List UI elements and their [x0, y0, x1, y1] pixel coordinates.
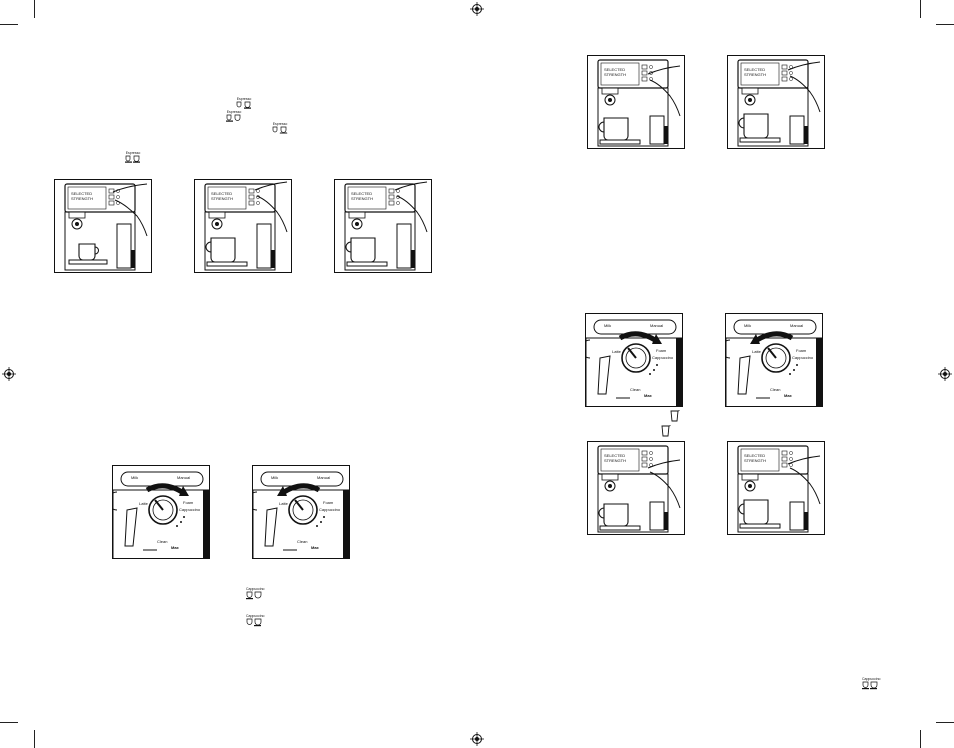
machine-illustration [737, 445, 821, 533]
dial-mode-left-label: Latte [139, 501, 148, 506]
dial-illustration [726, 319, 822, 406]
milk-jug-icon [661, 425, 671, 437]
espresso-cups-icon [236, 101, 251, 109]
machine-illustration [597, 59, 681, 147]
dial-mode-foam-label: Foam [323, 500, 334, 505]
dial-figure: Milk Manual Latte Foam Cappuccino Clean … [112, 465, 210, 559]
espresso-symbol-label: Espresso [226, 110, 242, 114]
display-text: STRENGTH [71, 196, 93, 201]
dial-illustration [253, 471, 349, 558]
machine-illustration [597, 445, 681, 533]
cappuccino-cups-icon [862, 681, 878, 690]
display-text: SELECTED [351, 191, 373, 196]
machine-illustration [737, 59, 821, 147]
dial-clean-label: Clean [630, 387, 641, 392]
dial-max-label: Max [784, 393, 792, 398]
display-text: SELECTED [604, 67, 626, 72]
dial-mode-left-label: Latte [279, 501, 288, 506]
dial-max-label: Max [171, 545, 179, 550]
dial-mode-foam-label: Foam [656, 348, 667, 353]
dial-mode-foam-label: Foam [796, 348, 807, 353]
display-text: STRENGTH [604, 458, 626, 463]
display-text: STRENGTH [744, 458, 766, 463]
cappuccino-symbol: Cappuccino [246, 587, 265, 600]
crop-mark [936, 24, 954, 25]
machine-figure: SELECTED STRENGTH [587, 441, 685, 535]
dial-illustration [586, 319, 682, 406]
dial-mode-right-label: Cappuccino [652, 355, 674, 360]
dial-mode-right-label: Cappuccino [792, 355, 814, 360]
display-text: STRENGTH [744, 72, 766, 77]
dial-illustration [113, 471, 209, 558]
crop-mark [34, 730, 35, 748]
machine-figure: SELECTED STRENGTH [194, 179, 292, 273]
dial-mode-right-label: Cappuccino [319, 507, 341, 512]
dial-clean-label: Clean [770, 387, 781, 392]
cappuccino-symbol-label: Cappuccino [246, 614, 265, 618]
display-text: SELECTED [604, 453, 626, 458]
espresso-symbol: Espresso [226, 110, 242, 122]
dial-top-left-label: Milk [744, 323, 752, 328]
dial-top-left-label: Milk [271, 475, 279, 480]
cappuccino-symbol: Cappuccino [246, 614, 265, 627]
espresso-symbol: Espresso [236, 97, 252, 109]
display-text: STRENGTH [604, 72, 626, 77]
display-text: STRENGTH [211, 196, 233, 201]
display-text: SELECTED [744, 453, 766, 458]
cappuccino-cups-icon [246, 591, 262, 600]
espresso-symbol-label: Espresso [125, 151, 141, 155]
dial-max-label: Max [644, 393, 652, 398]
milk-jug-icon [670, 410, 680, 422]
espresso-symbol: Espresso [125, 151, 141, 163]
dial-top-left-label: Milk [604, 323, 612, 328]
crop-mark [34, 0, 35, 18]
crop-mark [936, 722, 954, 723]
espresso-symbol-label: Espresso [272, 122, 288, 126]
cappuccino-symbol-label: Cappuccino [246, 587, 265, 591]
dial-mode-left-label: Latte [752, 349, 761, 354]
crop-mark [920, 0, 921, 18]
dial-mode-foam-label: Foam [183, 500, 194, 505]
crop-mark [0, 722, 18, 723]
dial-mode-left-label: Latte [612, 349, 621, 354]
cappuccino-symbol-label: Cappuccino [862, 677, 881, 681]
dial-max-label: Max [311, 545, 319, 550]
espresso-symbol: Espresso [272, 122, 288, 134]
machine-figure: SELECTED STRENGTH [334, 179, 432, 273]
dial-clean-label: Clean [297, 539, 308, 544]
dial-top-right-label: Manual [650, 323, 664, 328]
machine-figure: SELECTED STRENGTH [587, 55, 685, 149]
machine-illustration [204, 181, 288, 271]
registration-mark-icon [938, 367, 952, 381]
machine-illustration [64, 183, 148, 271]
espresso-symbol-label: Espresso [236, 97, 252, 101]
machine-figure: SELECTED STRENGTH [54, 179, 152, 273]
espresso-cups-icon [272, 126, 288, 134]
registration-mark-icon [470, 732, 484, 746]
display-text: SELECTED [744, 67, 766, 72]
cappuccino-cups-icon [246, 618, 262, 627]
machine-figure: SELECTED STRENGTH [727, 441, 825, 535]
dial-mode-right-label: Cappuccino [179, 507, 201, 512]
crop-mark [920, 730, 921, 748]
dial-top-left-label: Milk [131, 475, 139, 480]
cappuccino-symbol: Cappuccino [862, 677, 881, 690]
espresso-cups-icon [125, 155, 140, 163]
dial-top-right-label: Manual [790, 323, 804, 328]
dial-top-right-label: Manual [317, 475, 331, 480]
registration-mark-icon [2, 367, 16, 381]
registration-mark-icon [470, 2, 484, 16]
display-text: SELECTED [71, 191, 93, 196]
dial-top-right-label: Manual [177, 475, 191, 480]
dial-figure: Milk Manual Latte Foam Cappuccino Clean … [585, 313, 683, 407]
crop-mark [0, 24, 18, 25]
display-text: SELECTED [211, 191, 233, 196]
machine-figure: SELECTED STRENGTH [727, 55, 825, 149]
machine-illustration [344, 181, 428, 271]
display-text: STRENGTH [351, 196, 373, 201]
dial-clean-label: Clean [157, 539, 168, 544]
espresso-cups-icon [226, 114, 241, 122]
dial-figure: Milk Manual Latte Foam Cappuccino Clean … [725, 313, 823, 407]
dial-figure: Milk Manual Latte Foam Cappuccino Clean … [252, 465, 350, 559]
